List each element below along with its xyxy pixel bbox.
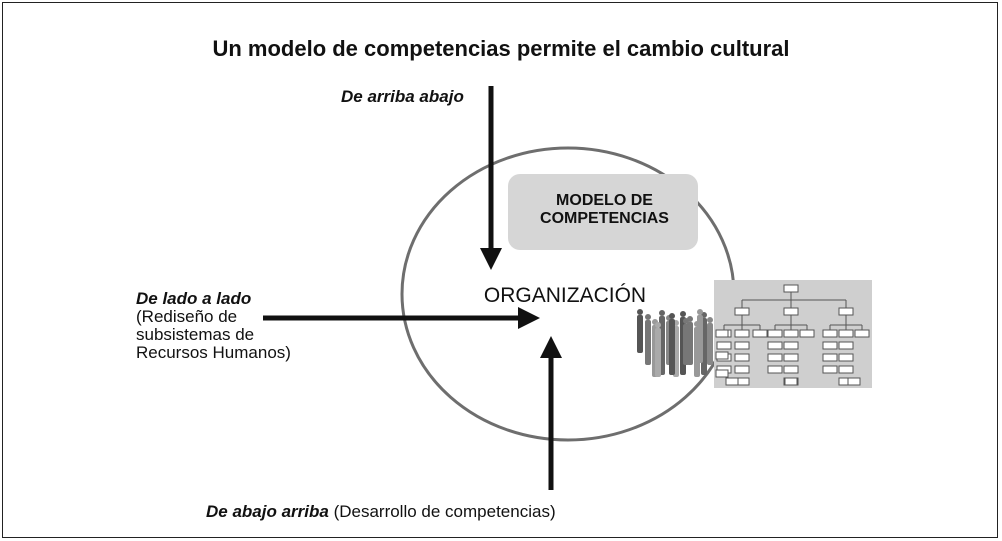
diagram-title: Un modelo de competencias permite el cam…: [212, 36, 790, 61]
side-arrow-desc-3: Recursos Humanos): [136, 343, 291, 362]
side-arrow-desc-2: subsistemas de: [136, 325, 255, 344]
side-arrow-text: De lado a lado (Rediseño de subsistemas …: [136, 290, 291, 362]
bottom-arrow: [540, 336, 562, 490]
side-arrow: [263, 307, 540, 329]
top-arrow: [480, 86, 502, 270]
bottom-arrow-text: De abajo arriba (Desarrollo de competenc…: [206, 503, 556, 521]
organization-label: ORGANIZACIÓN: [483, 284, 647, 307]
model-box-line-2: COMPETENCIAS: [540, 210, 669, 227]
bottom-arrow-label: De abajo arriba: [206, 502, 329, 521]
side-arrow-desc-1: (Rediseño de: [136, 307, 238, 326]
model-box: [508, 174, 698, 250]
people-and-org-chart-icon: [637, 280, 872, 388]
side-arrow-label: De lado a lado: [136, 289, 252, 308]
model-box-label: MODELO DE COMPETENCIAS: [512, 192, 697, 228]
model-box-line-1: MODELO DE: [556, 192, 653, 209]
bottom-arrow-desc: (Desarrollo de competencias): [333, 502, 556, 521]
top-arrow-label: De arriba abajo: [341, 87, 464, 106]
